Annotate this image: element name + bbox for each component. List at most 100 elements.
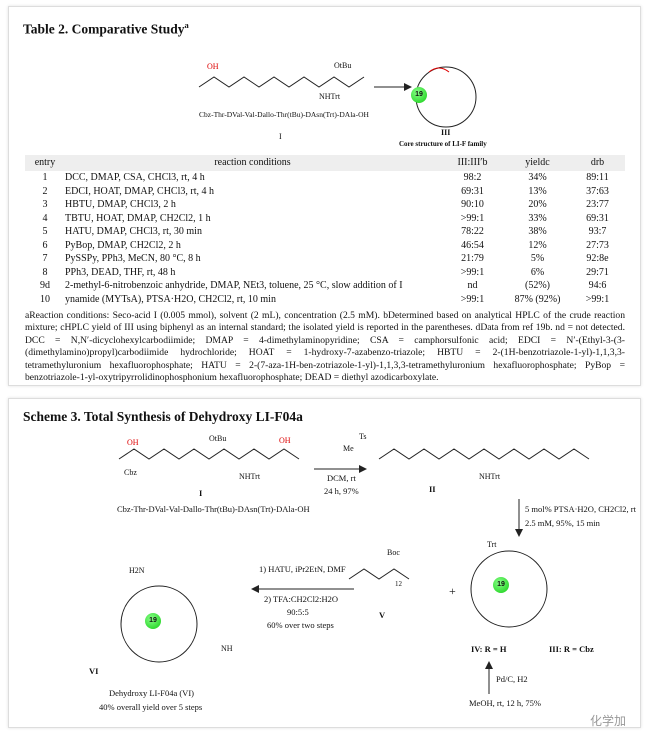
table-cell: PPh3, DEAD, THF, rt, 48 h bbox=[65, 266, 176, 278]
table-cell: HATU, DMAP, CHCl3, rt, 30 min bbox=[65, 226, 202, 238]
step1-yield: 24 h, 97% bbox=[324, 486, 359, 496]
table-row: 7 PySSPy, PPh3, MeCN, 80 °C, 8 h 21:79 5% 92… bbox=[25, 252, 625, 266]
chain-12: 12 bbox=[395, 580, 402, 588]
table-cell: 90:10 bbox=[461, 199, 484, 211]
table-cell: 29:71 bbox=[586, 266, 609, 278]
compound-I-name: Cbz-Thr-DVal-Val-Dallo-Thr(tBu)-DAsn(Trt… bbox=[199, 110, 369, 119]
me-atom: Me bbox=[343, 444, 354, 453]
table-cell: 98:2 bbox=[463, 172, 482, 184]
header-yield: yieldc bbox=[505, 155, 570, 171]
ts-atom: Ts bbox=[359, 432, 367, 441]
scheme3-panel: Scheme 3. Total Synthesis of Dehydroxy L… bbox=[8, 398, 641, 728]
table-cell: >99:1 bbox=[460, 266, 485, 278]
table-cell: 9d bbox=[40, 280, 50, 292]
step2-yield: 2.5 mM, 95%, 15 min bbox=[525, 518, 600, 528]
acid-oh-atom: OH bbox=[279, 436, 291, 445]
nh-atom: NH bbox=[221, 644, 233, 653]
header-entry: entry bbox=[25, 155, 65, 171]
table-cell: >99:1 bbox=[585, 293, 610, 305]
label-VI: VI bbox=[89, 666, 99, 676]
oh-atom: OH bbox=[127, 438, 139, 447]
step3-line4: 60% over two steps bbox=[267, 620, 334, 630]
core-caption: Core structure of LI-F family bbox=[399, 140, 487, 148]
ring-size-badge: 19 bbox=[493, 577, 509, 593]
table-cell: PyBop, DMAP, CH2Cl2, 2 h bbox=[65, 239, 181, 251]
step3-line3: 90:5:5 bbox=[287, 607, 309, 617]
h2n-atom: H2N bbox=[129, 566, 145, 575]
header-ratio: III:III′b bbox=[440, 155, 505, 171]
step4-reagents: Pd/C, H2 bbox=[496, 674, 528, 684]
table-cell: 2-methyl-6-nitrobenzoic anhydride, DMAP,… bbox=[65, 280, 403, 292]
compound-III-label: III bbox=[441, 128, 451, 137]
label-II: II bbox=[429, 484, 436, 494]
otbu-atom: OtBu bbox=[334, 61, 352, 70]
table-cell: HBTU, DMAP, CHCl3, 2 h bbox=[65, 199, 176, 211]
table-cell: >99:1 bbox=[460, 212, 485, 224]
table-cell: 94:6 bbox=[588, 280, 607, 292]
boc-atom: Boc bbox=[387, 548, 400, 557]
table-cell: 7 bbox=[42, 253, 48, 265]
table-cell: 3 bbox=[42, 199, 48, 211]
table-cell: 21:79 bbox=[461, 253, 484, 265]
table-cell: 6 bbox=[42, 239, 48, 251]
table-cell: 27:73 bbox=[586, 239, 609, 251]
table-cell: 33% bbox=[528, 212, 547, 224]
table-cell: 46:54 bbox=[461, 239, 484, 251]
table-row: 9d 2-methyl-6-nitrobenzoic anhydride, DMA… bbox=[25, 279, 625, 293]
nhtrt-atom: NHTrt bbox=[319, 92, 341, 101]
trt-atom: Trt bbox=[487, 540, 497, 549]
table-cell: 92:8e bbox=[586, 253, 609, 265]
nhtrt-atom: NHTrt bbox=[239, 472, 261, 481]
step2-conditions: 5 mol% PTSA·H2O, CH2Cl2, rt bbox=[525, 504, 636, 514]
table-cell: 12% bbox=[528, 239, 547, 251]
table-cell: 69:31 bbox=[586, 212, 609, 224]
table2-panel: Table 2. Comparative Studya OH OtBu NHTr… bbox=[8, 6, 641, 386]
step3-line1: 1) HATU, iPr2EtN, DMF bbox=[259, 564, 346, 574]
table-cell: >99:1 bbox=[460, 293, 485, 305]
table-cell: 5% bbox=[530, 253, 545, 265]
table-cell: 4 bbox=[42, 212, 48, 224]
label-III: III: R = Cbz bbox=[549, 644, 594, 654]
compound-I-label: I bbox=[279, 132, 282, 141]
table-row: 4 TBTU, HOAT, DMAP, CH2Cl2, 1 h >99:1 33% 69… bbox=[25, 212, 625, 226]
table-cell: 38% bbox=[528, 226, 547, 238]
table-cell: 89:11 bbox=[586, 172, 609, 184]
table-cell: 87% (92%) bbox=[514, 293, 561, 305]
table-cell: TBTU, HOAT, DMAP, CH2Cl2, 1 h bbox=[65, 212, 211, 224]
label-I: I bbox=[199, 488, 203, 498]
table-cell: 13% bbox=[528, 185, 547, 197]
scheme-title: Scheme 3. Total Synthesis of Dehydroxy L… bbox=[23, 409, 303, 424]
table2-structures bbox=[198, 66, 477, 128]
compound-I-name: Cbz-Thr-DVal-Val-Dallo-Thr(tBu)-DAsn(Trt… bbox=[117, 504, 310, 514]
header-conditions: reaction conditions bbox=[65, 155, 440, 171]
table-cell: 78:22 bbox=[461, 226, 484, 238]
table-cell: nd bbox=[467, 280, 478, 292]
table-row: 6 PyBop, DMAP, CH2Cl2, 2 h 46:54 12% 27:73 bbox=[25, 239, 625, 253]
comparative-table: entry reaction conditions III:III′b yiel… bbox=[25, 155, 625, 306]
table-cell: 2 bbox=[42, 185, 48, 197]
ring-size-badge: 19 bbox=[411, 87, 427, 103]
cbz-atom: Cbz bbox=[124, 468, 137, 477]
table-cell: 20% bbox=[528, 199, 547, 211]
label-IV: IV: R = H bbox=[471, 644, 507, 654]
table-cell: PySSPy, PPh3, MeCN, 80 °C, 8 h bbox=[65, 253, 201, 265]
table-row: 8 PPh3, DEAD, THF, rt, 48 h >99:1 6% 29:71 bbox=[25, 266, 625, 280]
table-cell: (52%) bbox=[525, 280, 550, 292]
nhtrt-atom-II: NHTrt bbox=[479, 472, 501, 481]
header-dr: drb bbox=[570, 155, 625, 171]
step1-conditions: DCM, rt bbox=[327, 473, 356, 483]
table-cell: 34% bbox=[528, 172, 547, 184]
table-cell: 6% bbox=[530, 266, 545, 278]
product-yield: 40% overall yield over 5 steps bbox=[99, 702, 203, 712]
table-cell: 8 bbox=[42, 266, 48, 278]
ring-size-badge-VI: 19 bbox=[145, 613, 161, 629]
table-row: 10 ynamide (MYTsA), PTSA·H2O, CH2Cl2, rt,… bbox=[25, 293, 625, 307]
table-cell: 10 bbox=[40, 293, 50, 305]
label-V: V bbox=[379, 610, 386, 620]
table-cell: 37:63 bbox=[586, 185, 609, 197]
table-cell: 69:31 bbox=[461, 185, 484, 197]
table-cell: ynamide (MYTsA), PTSA·H2O, CH2Cl2, rt, 1… bbox=[65, 293, 276, 305]
